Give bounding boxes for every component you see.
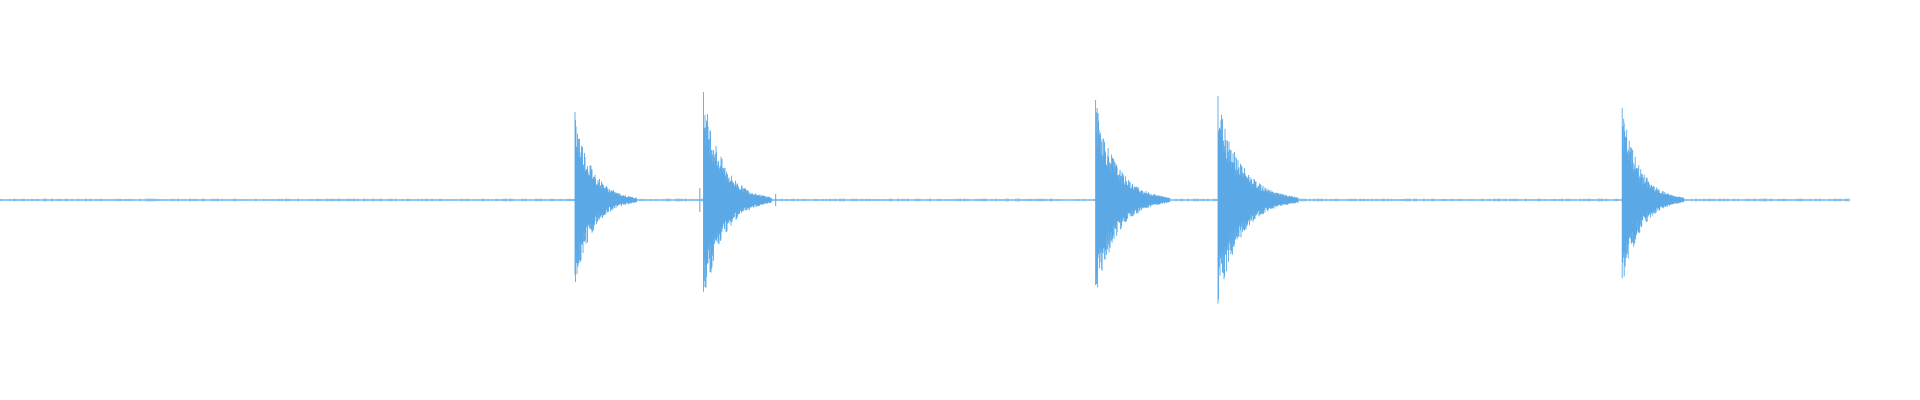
waveform-transient-4 (1217, 96, 1299, 304)
waveform-transient-2 (703, 92, 772, 292)
waveform-trace (0, 92, 1850, 304)
waveform-transient-5 (1621, 108, 1685, 279)
waveform-transient-1 (574, 112, 637, 282)
waveform-transient-3 (1095, 100, 1170, 288)
